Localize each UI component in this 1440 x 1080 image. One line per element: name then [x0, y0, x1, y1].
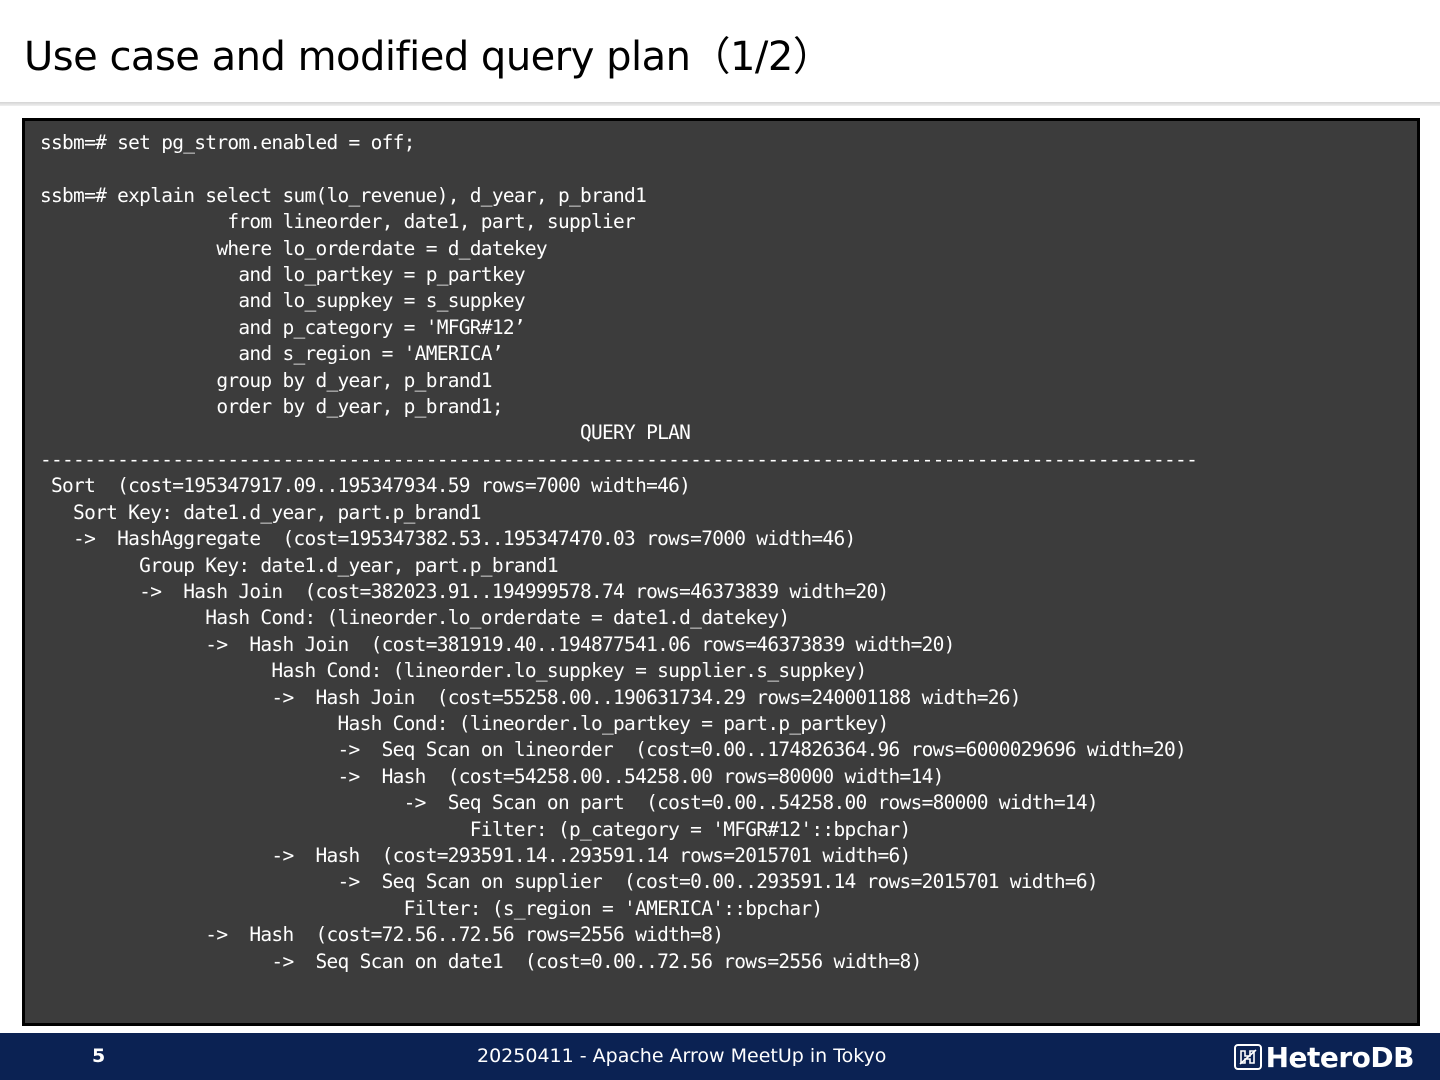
terminal-line: and lo_partkey = p_partkey: [40, 263, 525, 287]
terminal-line: and p_category = 'MFGR#12’: [40, 315, 525, 339]
slide-title: Use case and modified query plan（1/2）: [24, 34, 833, 80]
terminal-line: -> Hash (cost=72.56..72.56 rows=2556 wid…: [40, 923, 724, 947]
heterodb-logo-icon: [1233, 1044, 1262, 1070]
terminal-line: Hash Cond: (lineorder.lo_partkey = part.…: [40, 711, 890, 735]
terminal-line: where lo_orderdate = d_datekey: [40, 236, 547, 260]
terminal-line: Filter: (p_category = 'MFGR#12'::bpchar): [40, 817, 912, 841]
terminal-line: Filter: (s_region = 'AMERICA'::bpchar): [40, 896, 823, 920]
terminal-line: -> Hash Join (cost=55258.00..190631734.2…: [40, 685, 1021, 709]
logo-text: HeteroDB: [1265, 1040, 1415, 1074]
terminal-line: -> Hash (cost=293591.14..293591.14 rows=…: [40, 843, 911, 867]
terminal-line: -> Seq Scan on date1 (cost=0.00..72.56 r…: [40, 949, 922, 973]
terminal-window: ssbm=# set pg_strom.enabled = off; ssbm=…: [22, 118, 1420, 1026]
footer-bar: 5 20250411 - Apache Arrow MeetUp in Toky…: [0, 1033, 1440, 1080]
terminal-line: group by d_year, p_brand1: [40, 368, 492, 392]
heterodb-logo: HeteroDB: [1233, 1040, 1415, 1074]
terminal-line: ssbm=# set pg_strom.enabled = off;: [40, 131, 415, 154]
terminal-line: order by d_year, p_brand1;: [40, 395, 503, 419]
terminal-line: from lineorder, date1, part, supplier: [40, 210, 636, 234]
page-number: 5: [92, 1045, 106, 1067]
terminal-line: -> Seq Scan on lineorder (cost=0.00..174…: [40, 738, 1187, 762]
terminal-line: Sort Key: date1.d_year, part.p_brand1: [40, 500, 481, 524]
terminal-line: and lo_suppkey = s_suppkey: [40, 289, 525, 313]
terminal-line: Hash Cond: (lineorder.lo_orderdate = dat…: [40, 606, 790, 630]
terminal-line: QUERY PLAN: [40, 421, 691, 445]
terminal-line: Sort (cost=195347917.09..195347934.59 ro…: [40, 474, 691, 498]
terminal-line: -> Hash Join (cost=382023.91..194999578.…: [40, 579, 889, 603]
terminal-line: Group Key: date1.d_year, part.p_brand1: [40, 553, 559, 577]
terminal-line: -> Hash Join (cost=381919.40..194877541.…: [40, 632, 955, 656]
terminal-line: -> Seq Scan on supplier (cost=0.00..2935…: [40, 870, 1099, 894]
title-divider: [0, 102, 1440, 106]
terminal-line: ssbm=# explain select sum(lo_revenue), d…: [40, 183, 647, 207]
terminal-line: Hash Cond: (lineorder.lo_suppkey = suppl…: [40, 659, 867, 683]
terminal-line: -> HashAggregate (cost=195347382.53..195…: [40, 527, 856, 551]
terminal-output: ssbm=# set pg_strom.enabled = off; ssbm=…: [40, 130, 1198, 975]
terminal-line: -> Seq Scan on part (cost=0.00..54258.00…: [40, 791, 1099, 815]
terminal-line: -> Hash (cost=54258.00..54258.00 rows=80…: [40, 764, 945, 788]
footer-event-text: 20250411 - Apache Arrow MeetUp in Tokyo: [477, 1045, 887, 1067]
terminal-line: ----------------------------------------…: [40, 447, 1198, 471]
terminal-line: and s_region = 'AMERICA’: [40, 342, 503, 366]
